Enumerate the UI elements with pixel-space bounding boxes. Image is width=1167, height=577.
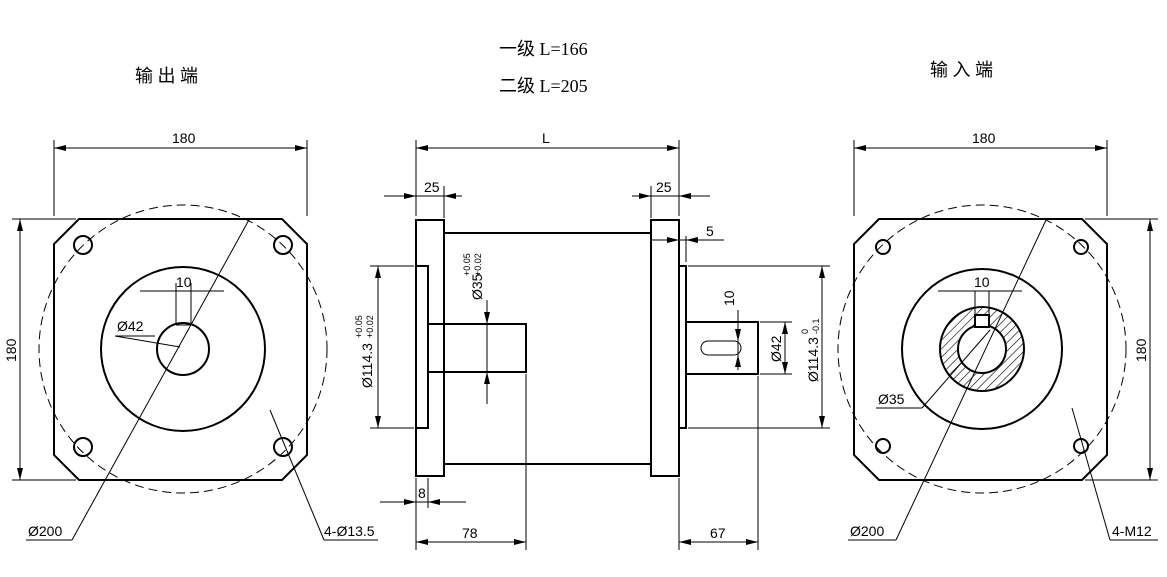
output-bore-dim: Ø42 xyxy=(117,318,144,334)
output-len-dim: 78 xyxy=(462,525,478,541)
input-pcd-dim: Ø200 xyxy=(850,523,884,539)
input-height-dim: 180 xyxy=(1133,338,1149,362)
input-pilot-tol-upper: 0 xyxy=(800,329,810,334)
output-shaft xyxy=(427,323,527,373)
input-end-label: 输 入 端 xyxy=(930,60,993,80)
shaft-tol-upper: +0.05 xyxy=(462,253,472,276)
output-end-label: 输 出 端 xyxy=(135,66,198,86)
input-pcd-circle xyxy=(837,204,1127,494)
input-shaft xyxy=(686,321,759,375)
input-pilot-tol-lower: -0.1 xyxy=(811,318,821,334)
output-width-dim: 180 xyxy=(172,130,196,146)
output-pcd-leader xyxy=(71,217,251,541)
gap-dim: 5 xyxy=(706,223,714,239)
output-key-dim: 10 xyxy=(176,274,192,290)
output-hub-circle xyxy=(100,266,266,432)
pilot-tol-upper: +0.05 xyxy=(354,315,364,338)
output-end-view: 10 Ø42 Ø200 4-Ø13.5 180 180 xyxy=(3,130,378,541)
input-hole-bl xyxy=(875,438,891,454)
input-holes-dim: 4-M12 xyxy=(1112,523,1152,539)
input-holes-leader xyxy=(1071,407,1111,541)
input-bore-dim: Ø35 xyxy=(878,391,905,407)
output-bore-leader xyxy=(114,335,181,348)
pilot-tol-lower: +0.02 xyxy=(365,315,375,338)
output-hole-tl xyxy=(73,235,93,255)
housing xyxy=(444,232,651,465)
output-hole-tr xyxy=(273,235,293,255)
input-len-dim: 67 xyxy=(710,525,726,541)
pilot-dim: Ø114.3 xyxy=(359,343,375,388)
flange-right-dim: 25 xyxy=(656,179,672,195)
length-stage1-label: 一级 L=166 xyxy=(499,39,588,59)
output-keyway xyxy=(175,283,192,326)
input-keyway xyxy=(974,314,990,328)
flange-left-dim: 25 xyxy=(424,179,440,195)
spigot-dim: 8 xyxy=(418,485,426,501)
input-keyway xyxy=(700,340,742,356)
input-width-dim: 180 xyxy=(972,130,996,146)
input-hole-tr xyxy=(1073,239,1089,255)
output-spigot xyxy=(415,265,429,429)
output-hole-bl xyxy=(73,437,93,457)
output-height-dim: 180 xyxy=(3,338,19,362)
output-flange xyxy=(415,219,445,477)
shaft-dim: Ø35 xyxy=(469,273,485,300)
input-pilot-dim: Ø114.3 xyxy=(805,337,821,382)
output-pcd-dim: Ø200 xyxy=(28,523,62,539)
input-hole-br xyxy=(1073,438,1089,454)
input-pilot xyxy=(678,265,687,429)
input-key-dim-front: 10 xyxy=(974,274,990,290)
input-bore-circle xyxy=(957,324,1007,374)
input-flange xyxy=(650,219,680,477)
output-hole-br xyxy=(273,437,293,457)
output-holes-leader xyxy=(269,409,325,541)
input-pcd-leader xyxy=(895,219,1047,541)
output-pcd-circle xyxy=(38,204,328,494)
input-flange-outline xyxy=(853,218,1108,481)
output-holes-dim: 4-Ø13.5 xyxy=(324,523,375,539)
input-end-view: 10 Ø200 Ø35 4-M12 180 180 xyxy=(837,130,1158,541)
output-bore-circle xyxy=(156,322,210,376)
input-hub-circle xyxy=(901,268,1063,430)
input-hole-tl xyxy=(875,239,891,255)
output-flange-outline xyxy=(53,218,308,481)
input-shaft-dim: Ø42 xyxy=(768,335,784,362)
length-dim: L xyxy=(542,130,550,146)
length-stage2-label: 二级 L=205 xyxy=(499,76,588,96)
input-key-dim: 10 xyxy=(721,290,737,306)
input-bore-leader xyxy=(921,329,991,409)
shaft-tol-lower: +0.02 xyxy=(473,253,483,276)
side-view: L 25 25 5 Ø114.3 +0.05 +0.02 Ø35 +0.05 xyxy=(354,130,830,550)
